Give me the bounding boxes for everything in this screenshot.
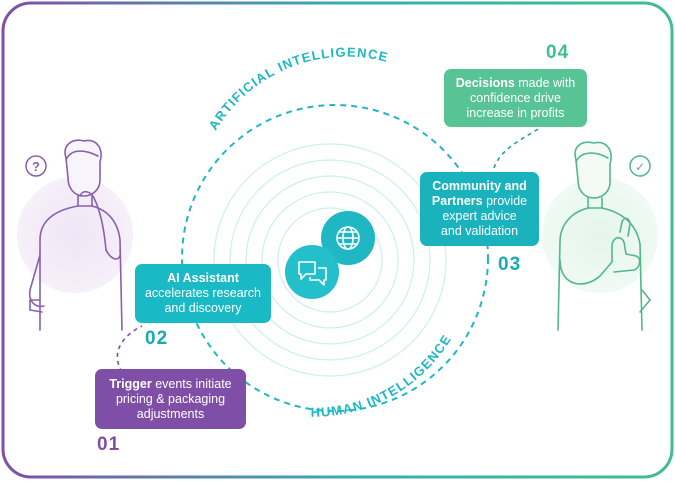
step-03-bold: Community and <box>432 179 527 193</box>
artificial-intelligence-label: ARTIFICIAL INTELLIGENCE <box>206 44 391 132</box>
step-04-box: Decisions made with confidence drive inc… <box>444 69 587 127</box>
step-04-line2: confidence drive <box>469 90 562 105</box>
chat-bubble <box>285 245 339 299</box>
step-04-bold: Decisions <box>455 75 515 90</box>
question-badge <box>25 155 47 177</box>
check-badge <box>629 155 651 177</box>
left-person-backdrop <box>17 177 133 293</box>
step-01-line3: adjustments <box>136 406 205 421</box>
step-01-line1: events initiate <box>151 376 232 391</box>
step-01-number: 01 <box>97 434 121 455</box>
step-04-number: 04 <box>546 42 570 63</box>
connector-01-02 <box>116 325 143 373</box>
checkmark-icon: ✓ <box>635 160 645 174</box>
step-01-box: Trigger events initiate pricing & packag… <box>95 369 246 429</box>
step-03-line4: and validation <box>440 224 519 238</box>
step-01-line2: pricing & packaging <box>115 391 226 406</box>
connector-03-04 <box>493 127 541 169</box>
step-02-number: 02 <box>145 328 169 349</box>
concentric-rings <box>213 143 447 377</box>
thumbs-up-person-icon <box>557 141 651 331</box>
thinking-person-icon <box>28 139 123 331</box>
step-04-line3: increase in profits <box>466 105 565 120</box>
chat-bubbles-icon <box>298 261 327 286</box>
step-03-bold2: Partners <box>431 194 483 208</box>
step-02-bold: AI Assistant <box>167 271 239 285</box>
step-02-line2: accelerates research <box>144 286 262 300</box>
step-03-line3: expert advice <box>442 209 517 223</box>
step-03-number: 03 <box>498 254 522 275</box>
right-person-backdrop <box>542 177 658 293</box>
dashed-orbit <box>181 104 489 412</box>
question-mark-icon: ? <box>32 159 40 174</box>
step-02-box: AI Assistant accelerates research and di… <box>135 264 271 323</box>
step-02-line3: and discovery <box>164 301 242 315</box>
step-04-line1: made with <box>514 75 576 90</box>
globe-icon <box>336 226 360 250</box>
step-03-box: Community and Partners provide expert ad… <box>420 172 539 246</box>
step-01-bold: Trigger <box>109 376 152 391</box>
step-03-line2: provide <box>482 194 528 208</box>
